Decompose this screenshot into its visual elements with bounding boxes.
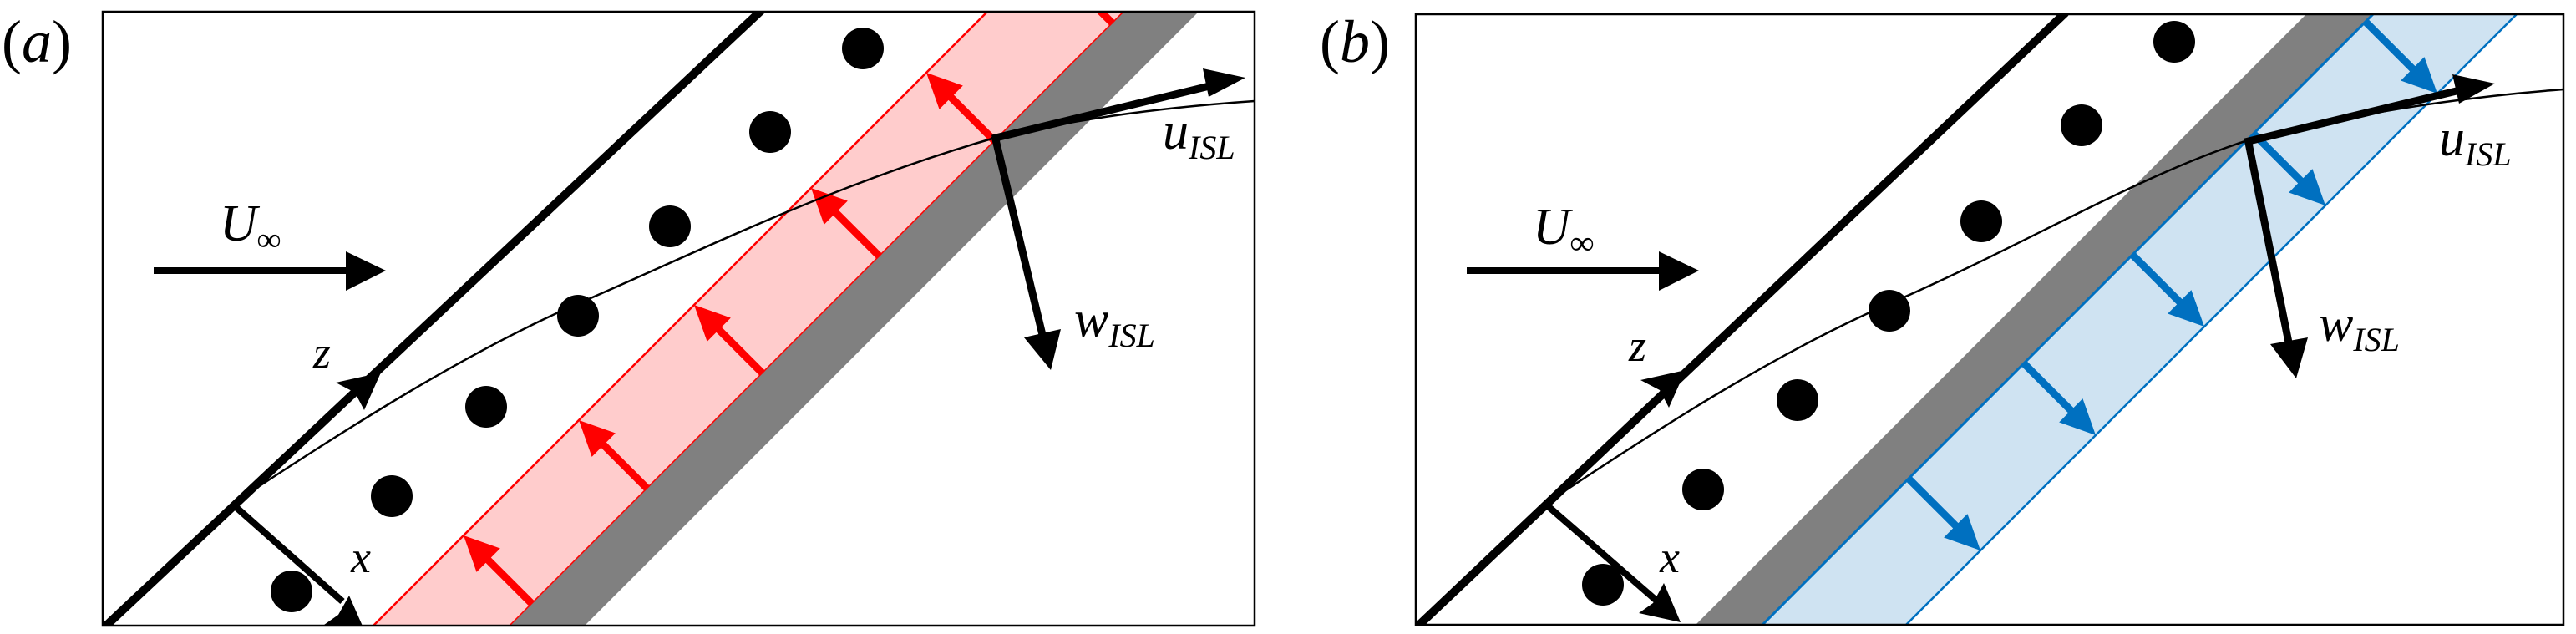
blowing-arrow: [1905, 475, 1980, 550]
freestream-label: U∞: [1533, 199, 1594, 261]
roughness-element: [842, 28, 884, 69]
roughness-element: [271, 571, 312, 612]
freestream-label: U∞: [220, 195, 281, 258]
suction-arrow: [579, 420, 651, 492]
blowing-band-wall-edge: [1761, 14, 2375, 625]
x-axis-arrow: [1544, 501, 1681, 622]
suction-arrow: [1095, 12, 1116, 27]
panel-b-frame: [1414, 13, 2565, 626]
z-axis-arrowhead: [336, 373, 381, 410]
leading-edge-line: [103, 12, 765, 626]
panel-b: (b): [1320, 8, 2565, 626]
streamline-curve: [236, 99, 1255, 503]
blowing-arrow: [2129, 251, 2204, 327]
wall-strip: [1696, 14, 2373, 625]
roughness-element: [465, 386, 507, 428]
wall-strip: [510, 12, 1199, 626]
u-isl-arrow: [991, 68, 1245, 143]
blowing-arrow: [2362, 18, 2437, 94]
roughness-element: [557, 295, 599, 337]
roughness-element: [371, 475, 413, 517]
blowing-band: [1762, 14, 2517, 625]
suction-band-upstream-edge: [373, 12, 988, 626]
blowing-arrow: [2250, 130, 2325, 205]
z-axis-label: z: [1628, 321, 1646, 371]
w-isl-arrow: [2244, 138, 2308, 378]
roughness-elements: [271, 28, 884, 612]
suction-arrow: [811, 188, 883, 260]
roughness-element: [2153, 21, 2195, 63]
leading-edge-line: [1416, 14, 2069, 625]
x-axis-label: x: [1659, 532, 1680, 582]
suction-band: [373, 12, 1124, 626]
blowing-arrow: [2021, 360, 2096, 435]
w-isl-label: wISL: [1074, 292, 1155, 354]
roughness-element: [1869, 290, 1910, 332]
suction-arrow: [926, 73, 998, 145]
roughness-element: [1777, 379, 1818, 421]
panel-a-label: (a): [2, 8, 72, 75]
w-isl-arrow: [991, 134, 1061, 370]
u-isl-label: uISL: [2439, 110, 2512, 173]
roughness-element: [2061, 104, 2102, 146]
z-axis-arrowhead: [1640, 370, 1686, 408]
roughness-element: [1582, 564, 1624, 606]
suction-arrow: [464, 535, 535, 607]
panel-b-label: (b): [1320, 8, 1390, 75]
freestream-arrow: [154, 251, 386, 291]
roughness-element: [1960, 200, 2002, 242]
panel-a-content: [103, 12, 1255, 626]
roughness-element: [749, 111, 791, 153]
blowing-band-downstream-edge: [1905, 14, 2518, 625]
panel-a-frame: [101, 10, 1256, 627]
roughness-elements: [1582, 21, 2195, 606]
x-axis-label: x: [350, 532, 371, 582]
w-isl-label: wISL: [2319, 296, 2400, 358]
suction-arrow: [694, 305, 766, 377]
streamline-curve: [1549, 88, 2563, 503]
panel-a: (a): [2, 8, 1256, 627]
u-isl-arrow: [2244, 74, 2495, 146]
z-axis-label: z: [312, 327, 331, 378]
u-isl-label: uISL: [1163, 104, 1235, 166]
blowing-arrows: [1905, 18, 2437, 550]
roughness-element: [1682, 469, 1724, 510]
panel-b-content: [1416, 14, 2563, 625]
suction-arrows: [464, 12, 1116, 607]
x-axis-arrow: [231, 502, 363, 626]
roughness-element: [649, 205, 691, 247]
freestream-arrow: [1467, 251, 1699, 291]
